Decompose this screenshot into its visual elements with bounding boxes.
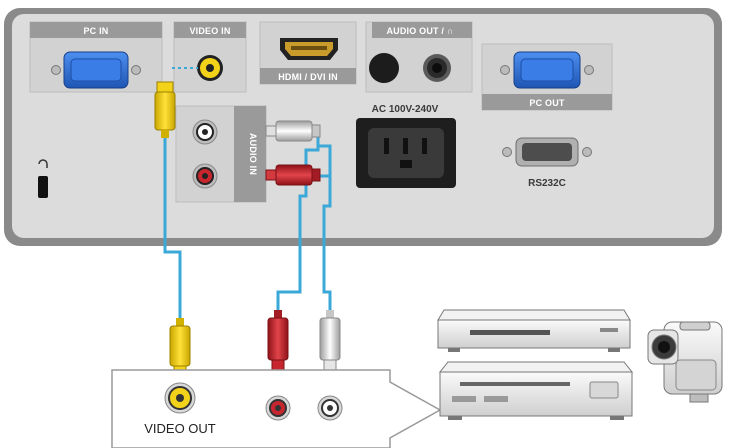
source-device-panel: VIDEO OUT <box>111 369 442 448</box>
video-in-label: VIDEO IN <box>189 26 230 36</box>
video-out-jack <box>164 382 196 414</box>
white-rca-plug-panel <box>265 120 321 142</box>
dvd-player-icon <box>437 309 631 352</box>
yellow-rca-plug-bottom <box>169 318 191 377</box>
camcorder-icon <box>647 321 723 403</box>
kensington-lock-slot <box>38 159 48 198</box>
pc-in-port-group: PC IN <box>29 21 163 93</box>
audio-in-label: AUDIO IN <box>248 133 258 175</box>
pc-in-label: PC IN <box>83 26 108 36</box>
video-in-port-group: VIDEO IN <box>173 21 247 93</box>
yellow-rca-plug-top <box>154 81 176 138</box>
headphone-jack <box>423 54 451 82</box>
audio-in-left-jack <box>192 119 218 145</box>
rs232c-label: RS232C <box>528 178 566 189</box>
rs232c-port <box>502 137 592 167</box>
pc-out-label: PC OUT <box>529 98 565 108</box>
audio-in-right-jack <box>192 163 218 189</box>
audio-out-plug-hole <box>369 53 399 83</box>
red-rca-plug-bottom <box>267 310 289 373</box>
video-out-label: VIDEO OUT <box>144 421 216 436</box>
hdmi-port <box>280 38 338 60</box>
audio-out-red-jack <box>265 395 291 421</box>
pc-out-vga-port <box>500 51 594 89</box>
pc-in-vga-port <box>51 51 141 89</box>
video-cable <box>163 67 198 318</box>
hdmi-dvi-in-label: HDMI / DVI IN <box>278 72 338 82</box>
audio-out-white-jack <box>317 395 343 421</box>
white-rca-plug-bottom <box>319 310 341 373</box>
red-rca-plug-panel <box>265 164 321 186</box>
ac-power-inlet <box>356 118 456 188</box>
video-in-jack <box>197 55 223 81</box>
audio-out-label: AUDIO OUT / ∩ <box>386 26 453 36</box>
audio-cable <box>276 130 332 310</box>
audio-out-port-group: AUDIO OUT / ∩ <box>365 21 473 93</box>
hdmi-port-group: HDMI / DVI IN <box>259 21 357 85</box>
rs232c-port-group: RS232C <box>502 137 592 189</box>
ac-power-label: AC 100V-240V <box>372 104 439 115</box>
ac-power-group: AC 100V-240V <box>356 104 456 188</box>
pc-out-port-group: PC OUT <box>481 43 613 111</box>
vcr-icon <box>438 361 634 420</box>
audio-in-port-group: AUDIO IN <box>175 105 267 203</box>
